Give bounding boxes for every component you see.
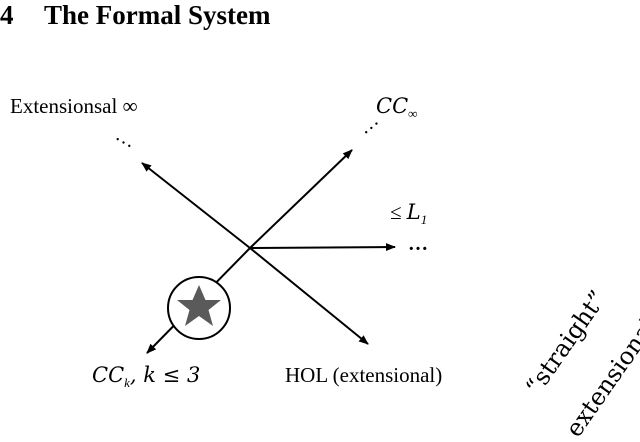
label-hol: HOL (extensional): [285, 363, 443, 387]
section-heading: 4 The Formal System: [0, 0, 270, 30]
cck-base: CC: [92, 363, 125, 387]
system-diagram: [141, 149, 396, 354]
label-cc-inf: CC∞: [376, 94, 417, 126]
leq-l1-L: L: [406, 200, 421, 224]
section-title: The Formal System: [44, 0, 271, 30]
section-number: 4: [0, 0, 14, 30]
label-cck: CCk, k ≤ 3: [92, 363, 200, 395]
cc-inf-sub: ∞: [408, 106, 418, 121]
label-leq-l1: ≤ L1: [390, 200, 427, 232]
arrow-cc-inf: [249, 149, 353, 249]
leq-l1-prefix: ≤: [390, 200, 407, 224]
arrow-hol: [249, 247, 369, 345]
arrow-ext-inf: [141, 162, 251, 249]
cck-rest: , k ≤ 3: [129, 363, 201, 387]
label-extensional-inf: Extensionsal ∞: [10, 94, 138, 118]
cck-sub: k: [124, 375, 130, 390]
dots-right: …: [408, 233, 428, 255]
leq-l1-sub: 1: [420, 212, 428, 227]
arrow-leq-l1: [249, 243, 396, 252]
cc-inf-base: CC: [376, 94, 409, 118]
star-icon: [177, 285, 221, 326]
